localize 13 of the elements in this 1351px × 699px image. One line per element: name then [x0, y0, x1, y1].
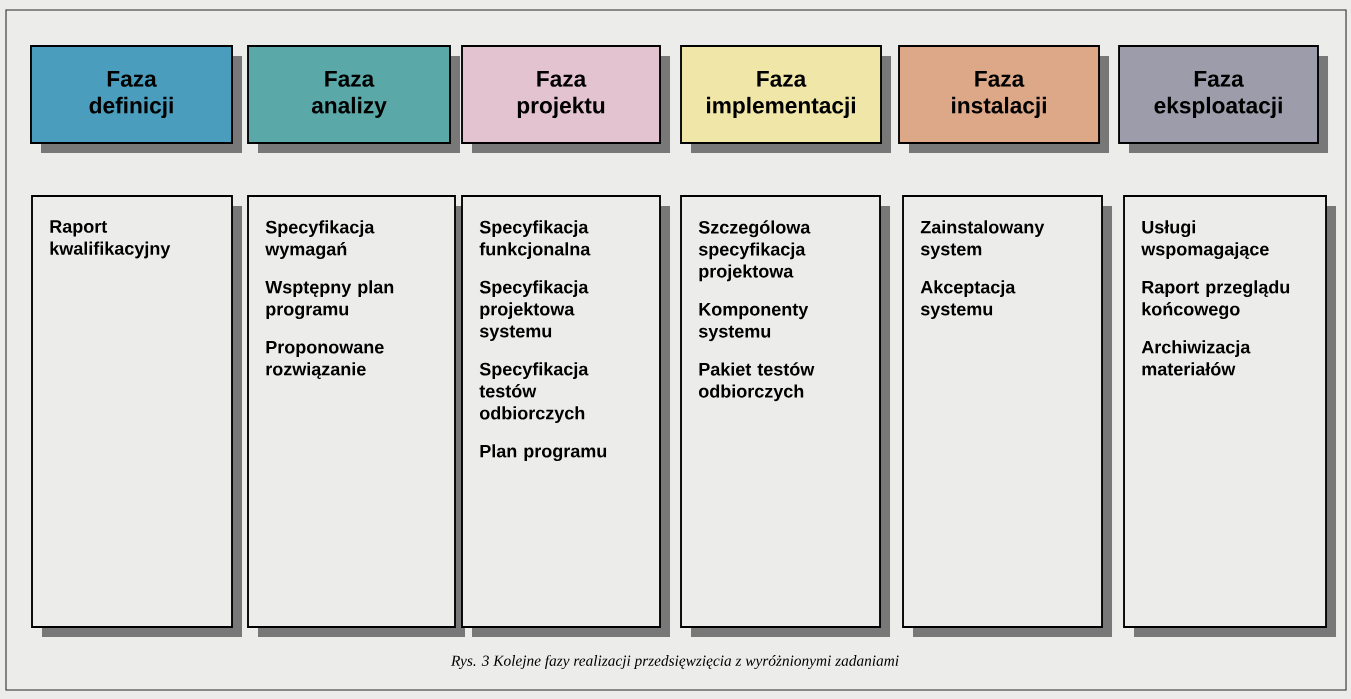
deliverables-box: Specyfikacja funkcjonalna Specyfikacja projektowa systemu Specyfikacja testów odbiorczych Plan programu	[461, 195, 670, 637]
caption: Rys. 3 Kolejne fazy realizacji przedsięwzięcia z wyróżnionymi zadaniami	[450, 654, 899, 670]
phase-box: Faza definicji	[30, 45, 242, 153]
phase-box: Faza instalacji	[898, 45, 1109, 153]
phase-box: Faza eksploatacji	[1118, 45, 1328, 153]
deliverables-box: Szczególowa specyfikacja projektowa Komponenty systemu Pakiet testów odbiorczych	[680, 195, 890, 637]
deliverables-box: Usługi wspomagające Raport przeglądu końcowego Archiwizacja materiałów	[1123, 195, 1336, 637]
deliverables-box: Zainstalowany system Akceptacja systemu	[902, 195, 1112, 637]
phase-box: Faza analizy	[247, 45, 460, 153]
phase-box: Faza implementacji	[680, 45, 891, 153]
deliverables-box: Raport kwalifikacyjny	[31, 195, 242, 637]
phase-box: Faza projektu	[461, 45, 670, 153]
deliverables-box: Specyfikacja wymagań Wsptępny plan programu Proponowane rozwiązanie	[247, 195, 465, 637]
